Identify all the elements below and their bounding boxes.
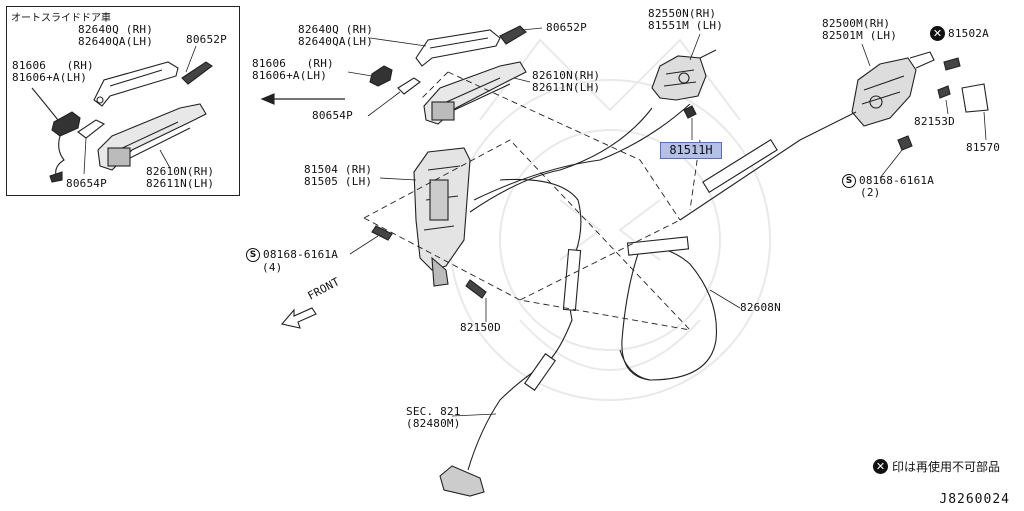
label-screw: 81502A (948, 26, 989, 40)
label-bolt-rear: 08168-6161A (859, 174, 935, 187)
inset-label-cover: 80652P (186, 33, 227, 46)
inset-switch (31, 87, 81, 183)
watermark (449, 38, 771, 401)
auto-slide-door-inset (6, 6, 240, 196)
label-front-lock: 82550N(RH) 81551M (LH) (648, 7, 724, 32)
label-bolt-rear-qty: (2) (860, 186, 881, 199)
label-bolt-left-qty: (4) (262, 261, 283, 274)
front-lock-part (651, 33, 717, 140)
switch-part (347, 65, 421, 117)
non-reusable-screw: ✕ 81502A (930, 26, 989, 41)
label-striker-plate: 81570 (966, 141, 1001, 154)
label-remote: 81504 (RH) 81505 (LH) (304, 163, 373, 188)
handle-part (369, 25, 543, 67)
cables (439, 103, 857, 497)
inset-leaders (83, 45, 197, 175)
label-gasket: 80654P (312, 109, 353, 122)
inset-arrow (260, 93, 345, 105)
inset-label-switch: 81606 (RH) 81606+A(LH) (12, 59, 94, 84)
legend-note: ✕ 印は再使用不可部品 (872, 458, 1000, 475)
rear-bolt-ref: S 08168-6161A (842, 174, 934, 188)
non-reusable-icon: ✕ (930, 26, 945, 41)
non-reusable-icon: ✕ (872, 459, 888, 474)
bolt-symbol-icon: S (246, 248, 260, 262)
label-striker: 82153D (914, 115, 955, 128)
label-rear-lock: 82500M(RH) 82501M (LH) (822, 17, 898, 42)
remote-unit-part (349, 147, 487, 322)
inset-label-handle: 82640Q (RH) 82640QA(LH) (78, 23, 154, 48)
inset-cover (181, 61, 213, 85)
label-sec-ref[interactable]: SEC. 821 (82480M) (406, 405, 461, 430)
label-cover: 80652P (546, 21, 587, 34)
bolt-symbol-icon: S (842, 174, 856, 188)
front-arrow-icon (280, 307, 317, 329)
label-bolt-left: 08168-6161A (263, 248, 339, 261)
inset-label-bracket: 82610N(RH) 82611N(LH) (146, 165, 215, 190)
inset-gasket (77, 119, 106, 139)
diagram-code: J8260024 (939, 492, 1010, 507)
left-bolt-ref: S 08168-6161A (246, 248, 338, 262)
rear-lock-part (851, 43, 989, 179)
inset-label-gasket: 80654P (66, 177, 107, 190)
highlighted-part-81511H[interactable]: 81511H (660, 142, 722, 159)
label-handle: 82640Q (RH) 82640QA(LH) (298, 23, 374, 48)
inset-bracket (97, 103, 207, 171)
label-bolt-lower: 82150D (460, 321, 501, 334)
inset-handle (93, 61, 179, 107)
label-switch: 81606 (RH) 81606+A(LH) (252, 57, 334, 82)
bracket-part (423, 61, 531, 125)
label-bracket: 82610N(RH) 82611N(LH) (532, 69, 601, 94)
inset-title: オートスライドドア車 (11, 13, 111, 24)
legend-note-text: 印は再使用不可部品 (891, 460, 1000, 474)
label-cable: 82608N (740, 301, 781, 314)
